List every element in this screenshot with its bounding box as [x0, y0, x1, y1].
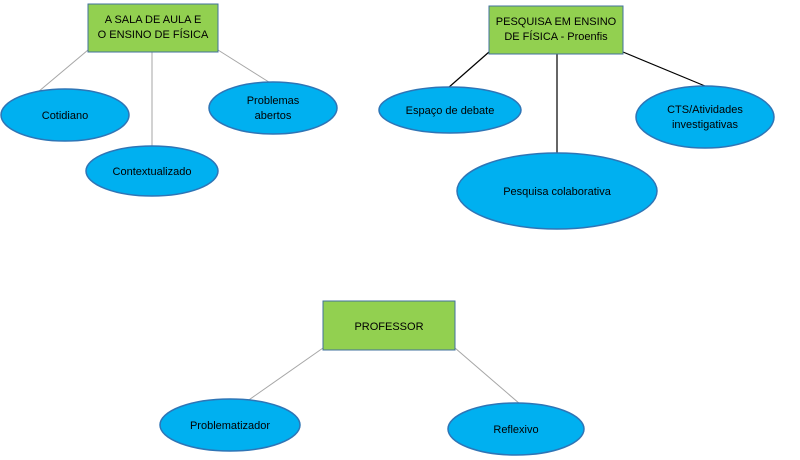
oval-cotidiano — [0, 88, 130, 142]
oval-reflexivo — [447, 402, 585, 456]
oval-problemas-line-2: abertos — [255, 110, 292, 122]
box-professor — [322, 300, 456, 351]
oval-pesquisa-colaborativa — [456, 152, 658, 230]
oval-pesquisa-colaborativa-label: Pesquisa colaborativa — [503, 186, 612, 198]
box-pesquisa — [488, 5, 624, 55]
connector-sala-cotidiano — [37, 49, 89, 93]
group-pesquisa: PESQUISA EM ENSINO DE FÍSICA - Proenfis … — [378, 5, 775, 230]
connector-professor-reflexivo — [454, 347, 521, 405]
oval-contextualizado — [85, 145, 219, 197]
oval-problemas-abertos — [208, 81, 338, 135]
oval-contextualizado-label: Contextualizado — [113, 166, 192, 178]
oval-cts-line-2: investigativas — [672, 119, 739, 131]
oval-reflexivo-label: Reflexivo — [493, 424, 538, 436]
connector-pesquisa-cts — [622, 51, 706, 87]
oval-cts-atividades — [635, 85, 775, 149]
box-sala-de-aula — [87, 3, 219, 53]
oval-cts-line-1: CTS/Atividades — [667, 104, 743, 116]
oval-problematizador — [159, 398, 301, 452]
connector-professor-problematizador — [242, 347, 324, 405]
connector-sala-problemas — [217, 49, 273, 85]
group-sala-de-aula: A SALA DE AULA E O ENSINO DE FÍSICA Coti… — [0, 3, 338, 197]
oval-problematizador-label: Problematizador — [190, 420, 270, 432]
box-sala-line-2: O ENSINO DE FÍSICA — [98, 28, 209, 41]
oval-problemas-line-1: Problemas — [247, 95, 300, 107]
connector-pesquisa-debate — [447, 51, 490, 89]
oval-cotidiano-label: Cotidiano — [42, 110, 88, 122]
box-pesquisa-line-2: DE FÍSICA - Proenfis — [504, 30, 608, 43]
oval-espaco-de-debate — [378, 86, 522, 134]
box-professor-label: PROFESSOR — [354, 321, 423, 333]
box-sala-line-1: A SALA DE AULA E — [105, 14, 202, 26]
box-pesquisa-line-1: PESQUISA EM ENSINO — [496, 16, 617, 28]
oval-espaco-de-debate-label: Espaço de debate — [406, 105, 495, 117]
group-professor: PROFESSOR Problematizador Reflexivo — [159, 300, 585, 456]
